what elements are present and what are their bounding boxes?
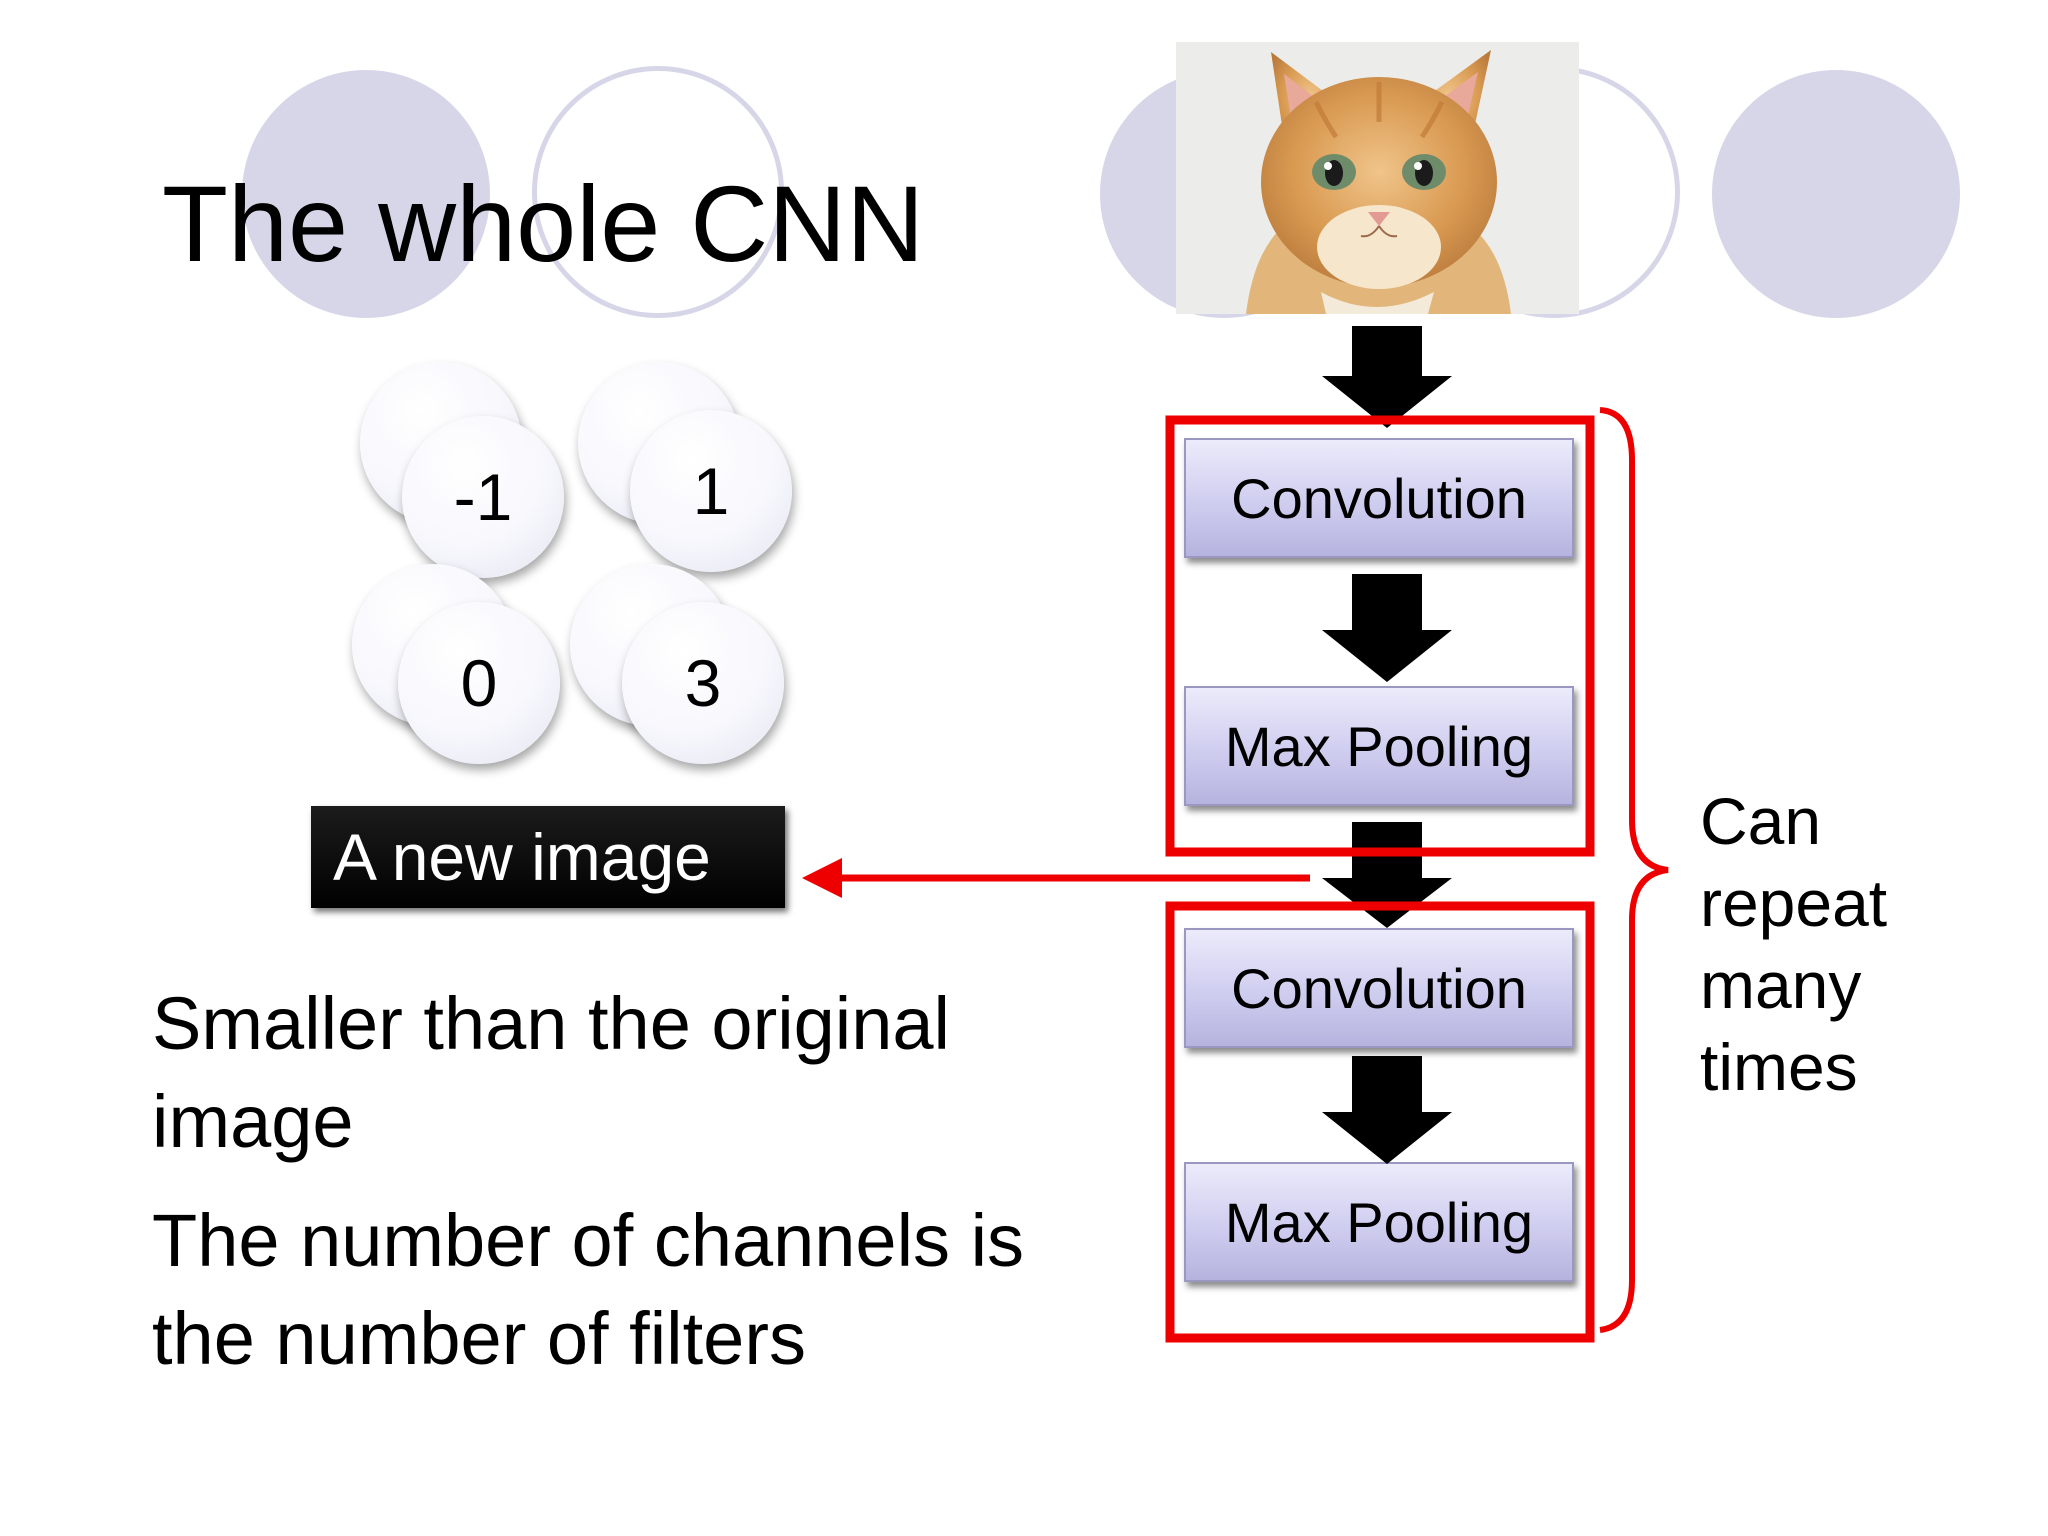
repeat-block-frame-2	[1165, 901, 1595, 1343]
max-pooling-label: Max Pooling	[1224, 1190, 1534, 1254]
kitten-illustration	[1176, 42, 1579, 314]
feature-map-value: 1	[630, 410, 792, 572]
repeat-note: Can repeat many times	[1700, 784, 1888, 1104]
decor-ring-1	[532, 66, 784, 318]
convolution-label: Convolution	[1231, 956, 1527, 1020]
note-channels-filters: The number of channels is the number of …	[152, 1199, 1025, 1380]
max-pooling-layer-2: Max Pooling	[1184, 1162, 1574, 1282]
slide-title: The whole CNN	[162, 163, 925, 284]
decor-circle-3	[1712, 70, 1960, 318]
convolution-layer-2: Convolution	[1184, 928, 1574, 1048]
feature-map-value: -1	[402, 416, 564, 578]
max-pooling-label: Max Pooling	[1224, 714, 1534, 778]
max-pooling-layer-1: Max Pooling	[1184, 686, 1574, 806]
decor-circle-1	[242, 70, 490, 318]
convolution-layer-1: Convolution	[1184, 438, 1574, 558]
new-image-label: A new image	[333, 820, 711, 894]
kitten-photo	[1176, 42, 1579, 314]
down-arrow-icon	[1322, 822, 1452, 928]
down-arrow-icon	[1322, 326, 1452, 428]
down-arrow-icon	[1322, 574, 1452, 682]
down-arrow-icon	[1322, 1056, 1452, 1164]
left-arrow-icon	[802, 858, 1310, 898]
right-curly-brace	[1599, 407, 1669, 1333]
feature-map-value: 3	[622, 602, 784, 764]
note-smaller-image: Smaller than the original image	[152, 982, 950, 1163]
new-image-label-box: A new image	[311, 806, 785, 908]
feature-map-value: 0	[398, 602, 560, 764]
repeat-block-frame-1	[1165, 415, 1595, 857]
convolution-label: Convolution	[1231, 466, 1527, 530]
